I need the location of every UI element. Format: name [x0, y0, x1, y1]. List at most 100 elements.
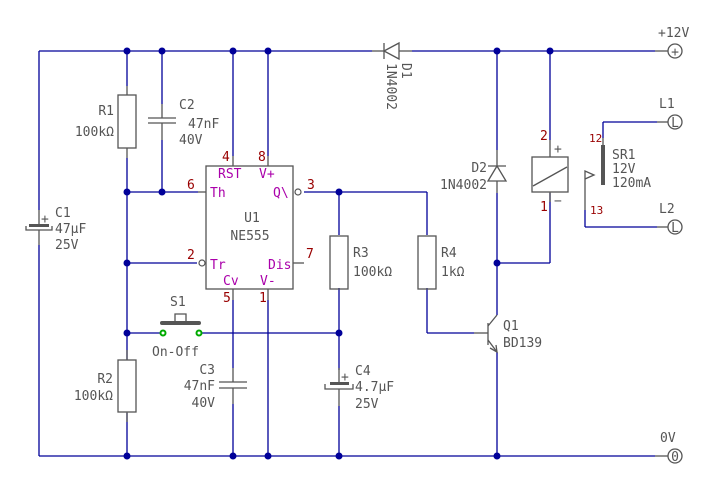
u1-vplus-label: V+ — [259, 167, 275, 182]
s1-ref: S1 — [170, 295, 186, 310]
junction — [123, 452, 131, 460]
terminal-l2[interactable]: L L2 — [657, 202, 683, 236]
u1-pin3-number: 3 — [307, 178, 315, 193]
terminal-gnd[interactable]: 0 0V — [655, 431, 683, 465]
junction — [123, 329, 131, 337]
d1-ref: D1 — [398, 63, 413, 79]
d2-ref: D2 — [471, 161, 487, 176]
u1-pin1-number: 1 — [259, 291, 267, 306]
resistor-r1[interactable]: R1 100kΩ — [75, 86, 137, 158]
sr1-coil-plus: + — [554, 142, 562, 157]
capacitor-c3[interactable]: C3 47nF 40V — [184, 363, 247, 411]
junction — [335, 329, 343, 337]
gnd-label: 0V — [660, 431, 676, 446]
c4-plus-sign: + — [341, 370, 349, 385]
u1-pin4-number: 4 — [222, 150, 230, 165]
sr1-coil-diagonal — [532, 166, 568, 187]
junction — [264, 47, 272, 55]
u1-tr-inversion-bubble — [198, 259, 206, 267]
q1-collector — [487, 314, 498, 327]
u1-pin7-number: 7 — [306, 247, 314, 262]
resistor-r4[interactable]: R4 1kΩ — [417, 235, 465, 290]
c1-voltage: 25V — [55, 238, 79, 253]
junction — [123, 188, 131, 196]
junction — [229, 47, 237, 55]
u1-dis-label: Dis — [268, 258, 291, 273]
q1-emitter-arrow — [489, 344, 498, 354]
junction — [493, 47, 501, 55]
r2-ref: R2 — [97, 372, 113, 387]
junction — [493, 259, 501, 267]
wires — [38, 50, 657, 457]
u1-pin6-number: 6 — [187, 178, 195, 193]
u1-q-inversion-bubble — [294, 188, 302, 196]
c3-value: 47nF — [184, 379, 215, 394]
q1-value: BD139 — [503, 336, 542, 351]
capacitor-c4[interactable]: + C4 4.7µF 25V — [324, 364, 394, 412]
sr1-contact-blade — [601, 145, 605, 185]
l2-label: L2 — [659, 202, 675, 217]
junction — [158, 188, 166, 196]
capacitor-c1[interactable]: + C1 47µF 25V — [25, 206, 86, 253]
c1-value: 47µF — [55, 222, 86, 237]
u1-rst-label: RST — [218, 167, 242, 182]
capacitor-c2[interactable]: C2 47nF 40V — [148, 98, 219, 148]
q1-ref: Q1 — [503, 319, 519, 334]
relay-sr1[interactable]: 2 + 1 − 12 13 SR1 12V 120mA — [531, 129, 651, 217]
u1-pin2-number: 2 — [187, 248, 195, 263]
sr1-contact-pin13: 13 — [590, 204, 603, 217]
u1-cv-label: Cv — [223, 274, 239, 289]
s1-button-cap — [174, 313, 187, 321]
vcc-terminal-icon — [667, 43, 683, 59]
junctions — [123, 47, 554, 460]
diode-d2[interactable]: D2 1N4002 — [440, 150, 508, 193]
r2-value: 100kΩ — [74, 389, 113, 404]
d2-triangle — [486, 164, 508, 182]
junction — [264, 452, 272, 460]
sr1-voltage: 12V — [612, 162, 636, 177]
l1-label: L1 — [659, 97, 675, 112]
c2-value: 47nF — [188, 117, 219, 132]
l2-terminal-icon — [667, 219, 683, 235]
d1-value: 1N4002 — [383, 63, 398, 110]
junction — [123, 47, 131, 55]
c1-ref: C1 — [55, 206, 71, 221]
r4-body — [417, 235, 437, 290]
sr1-coil-minus: − — [554, 194, 562, 209]
c3-voltage: 40V — [192, 396, 216, 411]
u1-tr-label: Tr — [210, 258, 226, 273]
r4-value: 1kΩ — [441, 265, 465, 280]
terminal-l1[interactable]: L L1 — [657, 97, 683, 131]
l2-symbol: L — [671, 221, 679, 236]
sr1-ref: SR1 — [612, 148, 635, 163]
s1-contact-right — [195, 329, 203, 337]
terminal-vcc[interactable]: + +12V — [655, 26, 689, 60]
u1-th-label: Th — [210, 186, 226, 201]
diode-d1[interactable]: D1 1N4002 — [372, 41, 413, 110]
resistor-r2[interactable]: R2 100kΩ — [74, 350, 137, 422]
u1-pin5-number: 5 — [223, 291, 231, 306]
r4-ref: R4 — [441, 246, 457, 261]
c3-ref: C3 — [199, 363, 215, 378]
r2-body — [117, 359, 137, 413]
gnd-terminal-icon — [667, 448, 683, 464]
c2-ref: C2 — [179, 98, 195, 113]
s1-actuator-bar — [160, 321, 201, 325]
r3-ref: R3 — [353, 246, 369, 261]
ic-u1-ne555[interactable]: 4 8 6 3 2 7 5 1 RST V+ Th Q\ Tr Dis Cv V… — [187, 150, 315, 306]
c4-voltage: 25V — [355, 397, 379, 412]
transistor-q1[interactable]: Q1 BD139 — [474, 314, 542, 354]
junction — [546, 47, 554, 55]
u1-vminus-label: V- — [260, 274, 276, 289]
junction — [493, 452, 501, 460]
resistor-r3[interactable]: R3 100kΩ — [329, 235, 392, 290]
junction — [158, 47, 166, 55]
r3-value: 100kΩ — [353, 265, 392, 280]
sr1-contact-pin12: 12 — [589, 132, 602, 145]
pushbutton-s1[interactable]: S1 On-Off — [152, 295, 203, 360]
c2-voltage: 40V — [179, 133, 203, 148]
c1-plate-positive — [29, 224, 49, 227]
junction — [123, 259, 131, 267]
l1-terminal-icon — [667, 114, 683, 130]
r3-body — [329, 235, 349, 290]
